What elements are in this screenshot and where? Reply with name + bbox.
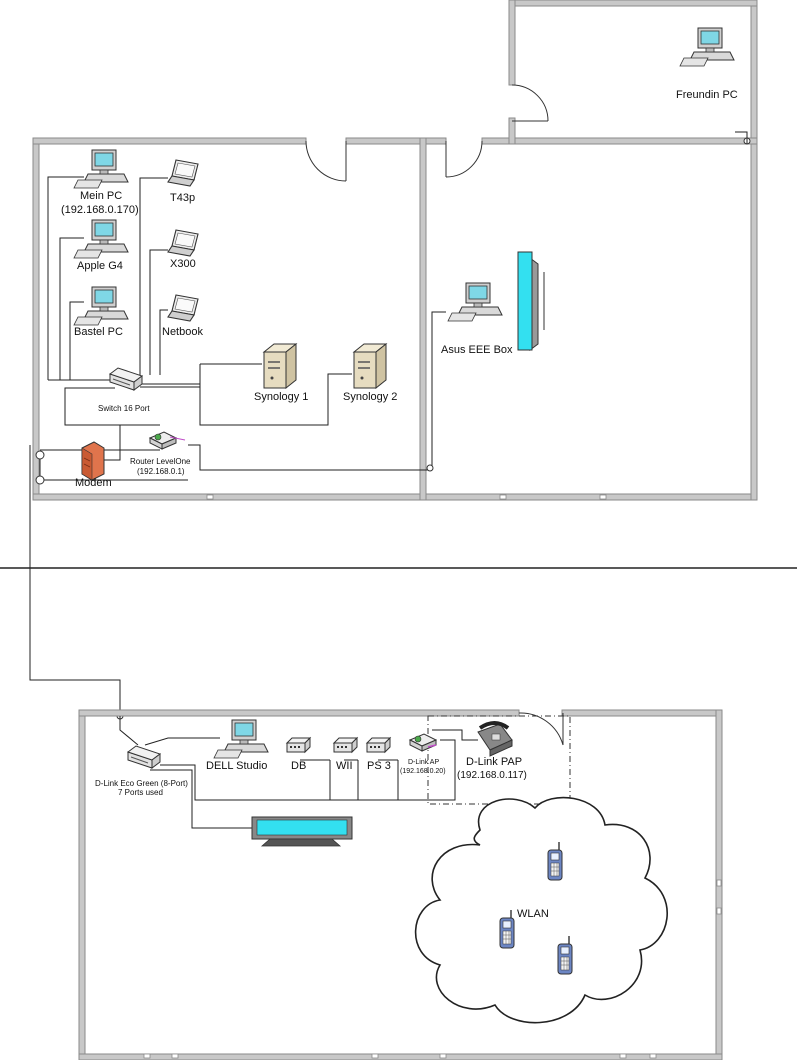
ps3-label: PS 3: [367, 760, 391, 772]
dlink-switch-note-label: 7 Ports used: [118, 788, 163, 797]
wall-tv-icon: [517, 251, 545, 351]
asus-eee-box-icon: [447, 282, 503, 322]
lower-floor-cables: [119, 716, 478, 829]
lower-floor-windows: [143, 879, 722, 1059]
netbook-label: Netbook: [162, 326, 203, 338]
wlan-label: WLAN: [517, 908, 549, 920]
mein-pc-ip-label: (192.168.0.170): [61, 204, 139, 216]
cable-junctions: [35, 450, 434, 720]
dell-studio-label: DELL Studio: [206, 760, 268, 772]
ip-phone-icon: [477, 721, 513, 757]
wii-label: WII: [336, 760, 353, 772]
dlink-ap-ip-label: (192.168.0.20): [400, 768, 446, 775]
upper-floor-cables: [29, 131, 748, 716]
synology-2-label: Synology 2: [343, 391, 398, 403]
t43p-label: T43p: [170, 192, 196, 204]
synology-2-server-icon: [353, 343, 387, 389]
router-levelone-icon: [149, 431, 177, 450]
db-label: DB: [291, 760, 307, 772]
asus-eee-box-label: Asus EEE Box: [441, 344, 513, 356]
upper-floor-windows: [206, 494, 607, 500]
wii-console-icon: [333, 737, 358, 753]
modem-label: Modem: [75, 477, 112, 489]
db-device-icon: [286, 737, 311, 753]
upper-floor-walls: [32, 0, 758, 501]
synology-1-label: Synology 1: [254, 391, 309, 403]
netbook-laptop-icon: [167, 294, 199, 322]
dlink-switch-label: D-Link Eco Green (8-Port): [95, 779, 188, 788]
modem-icon: [81, 441, 105, 481]
apple-g4-label: Apple G4: [77, 260, 123, 272]
dlink-pap-ip-label: (192.168.0.117): [457, 770, 527, 781]
switch-16-port-label: Switch 16 Port: [98, 404, 150, 413]
mein-pc-label: Mein PC: [80, 190, 123, 202]
wlan-cloud-icon: [414, 796, 668, 1024]
dlink-ap-access-point-icon: [409, 733, 437, 752]
router-levelone-label: Router LevelOne: [130, 457, 191, 466]
router-ip-label: (192.168.0.1): [137, 467, 185, 476]
x300-laptop-icon: [167, 229, 199, 257]
tv-icon: [251, 816, 353, 847]
synology-1-server-icon: [263, 343, 297, 389]
dlink-eco-green-switch-icon: [127, 745, 161, 769]
ap-accent: [427, 744, 437, 748]
x300-label: X300: [170, 258, 196, 270]
dlink-pap-label: D-Link PAP: [466, 756, 523, 768]
mein-pc-icon: [73, 149, 129, 189]
t43p-laptop-icon: [167, 159, 199, 187]
freundin-pc-icon: [679, 27, 735, 67]
bastel-pc-label: Bastel PC: [74, 326, 123, 338]
bastel-pc-icon: [73, 286, 129, 326]
apple-g4-icon: [73, 219, 129, 259]
switch-16-port-icon: [109, 367, 143, 391]
dell-studio-icon: [213, 719, 269, 759]
freundin-pc-label: Freundin PC: [676, 89, 738, 101]
router-antenna: [169, 436, 186, 441]
ps3-console-icon: [366, 737, 391, 753]
dlink-ap-label: D-Link AP: [408, 759, 440, 766]
